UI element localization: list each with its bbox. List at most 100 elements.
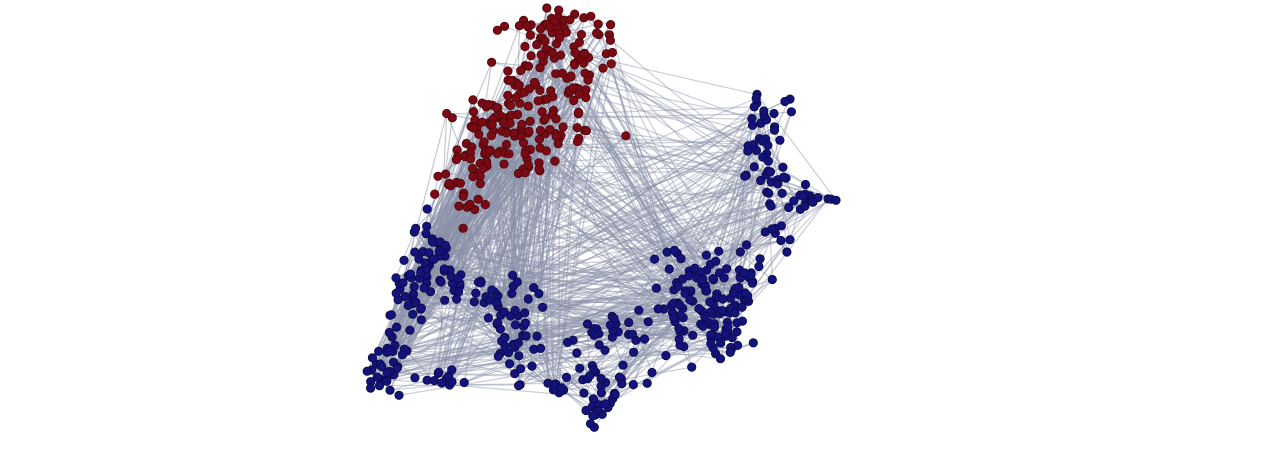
graph-edge (496, 302, 737, 324)
graph-node-blue (627, 329, 638, 339)
graph-edge (591, 321, 676, 408)
graph-node-blue (397, 350, 407, 360)
graph-edge (701, 194, 801, 281)
graph-edge (420, 177, 787, 274)
graph-node-red (442, 108, 452, 119)
graph-node-blue (493, 351, 503, 361)
graph-node-red (621, 131, 631, 141)
graph-edge (646, 94, 758, 384)
graph-edge (604, 305, 673, 405)
graph-node-red (522, 21, 532, 31)
graph-node-red (545, 22, 555, 33)
graph-node-red (433, 171, 443, 181)
graph-edge (533, 287, 634, 353)
graph-node-blue (714, 246, 724, 256)
graph-edge (474, 297, 717, 303)
graph-node-blue (537, 302, 548, 312)
graph-edge (521, 131, 779, 185)
graph-node-red (579, 49, 589, 59)
graph-node-blue (440, 295, 450, 305)
graph-edge (474, 112, 775, 121)
graph-edge (463, 192, 725, 279)
graph-edge (457, 183, 779, 280)
graph-node-blue (504, 359, 515, 369)
graph-edge (412, 258, 655, 305)
graph-edge (764, 193, 783, 233)
graph-node-red (568, 83, 578, 93)
graph-edge (458, 291, 501, 354)
graph-edge (460, 129, 775, 276)
graph-node-red (605, 35, 616, 46)
graph-node-blue (510, 320, 521, 330)
graph-node-blue (535, 343, 546, 353)
graph-edge (425, 124, 753, 235)
graph-edge (414, 231, 747, 246)
graph-node-blue (751, 93, 761, 104)
graph-edge (386, 126, 775, 374)
graph-node-blue (588, 411, 598, 421)
graph-node-blue (421, 229, 431, 239)
graph-node-blue (529, 282, 539, 293)
graph-edge (517, 315, 611, 404)
graph-node-red (586, 11, 596, 21)
graph-edge (534, 81, 776, 234)
graph-edge (426, 208, 519, 344)
graph-edge (496, 59, 580, 325)
graph-node-blue (499, 307, 509, 317)
graph-node-blue (737, 302, 747, 312)
graph-edge (491, 61, 781, 141)
graph-node-blue (647, 367, 657, 378)
graph-edge (555, 63, 612, 385)
graph-edge (403, 127, 578, 350)
graph-node-blue (740, 288, 750, 298)
graph-node-blue (708, 273, 718, 284)
graph-node-red (503, 66, 513, 76)
graph-edge (573, 64, 718, 295)
graph-edge (713, 279, 753, 284)
graph-edge (514, 34, 610, 374)
graph-edge (474, 119, 711, 265)
graph-edge (485, 170, 769, 298)
graph-edge (448, 62, 585, 377)
graph-node-blue (719, 273, 729, 283)
graph-edge (570, 90, 711, 265)
graph-edge (429, 114, 765, 266)
graph-edge (395, 228, 417, 279)
graph-node-red (474, 129, 484, 139)
graph-edge (378, 350, 577, 354)
graph-node-blue (394, 390, 404, 400)
graph-node-blue (600, 399, 611, 409)
graph-node-blue (485, 295, 495, 305)
graph-node-blue (673, 281, 683, 291)
graph-node-blue (424, 248, 434, 258)
graph-edge (511, 144, 769, 295)
graph-edge (514, 254, 707, 348)
graph-edge (414, 277, 698, 379)
graph-node-blue (749, 162, 759, 172)
graph-edge (396, 258, 682, 294)
graph-node-blue (405, 269, 416, 279)
graph-edge (619, 264, 711, 378)
graph-edge (509, 116, 720, 274)
graph-node-blue (764, 188, 774, 198)
graph-node-blue (521, 331, 531, 341)
graph-edge (372, 150, 749, 359)
graph-edge (410, 273, 560, 394)
graph-node-red (491, 103, 501, 113)
graph-edge (446, 110, 765, 249)
graph-edge (527, 26, 717, 354)
graph-node-blue (610, 389, 620, 400)
graph-node-blue (410, 247, 420, 257)
graph-node-blue (759, 106, 769, 116)
graph-edge (723, 119, 767, 279)
graph-node-blue (385, 385, 395, 395)
graph-node-blue (582, 319, 593, 329)
graph-node-blue (471, 288, 481, 298)
graph-node-blue (684, 271, 694, 281)
graph-node-blue (510, 368, 520, 379)
graph-edge (610, 63, 684, 318)
graph-node-blue (706, 330, 716, 340)
graph-node-red (592, 28, 602, 38)
graph-node-red (520, 41, 530, 52)
graph-node-blue (624, 317, 634, 328)
